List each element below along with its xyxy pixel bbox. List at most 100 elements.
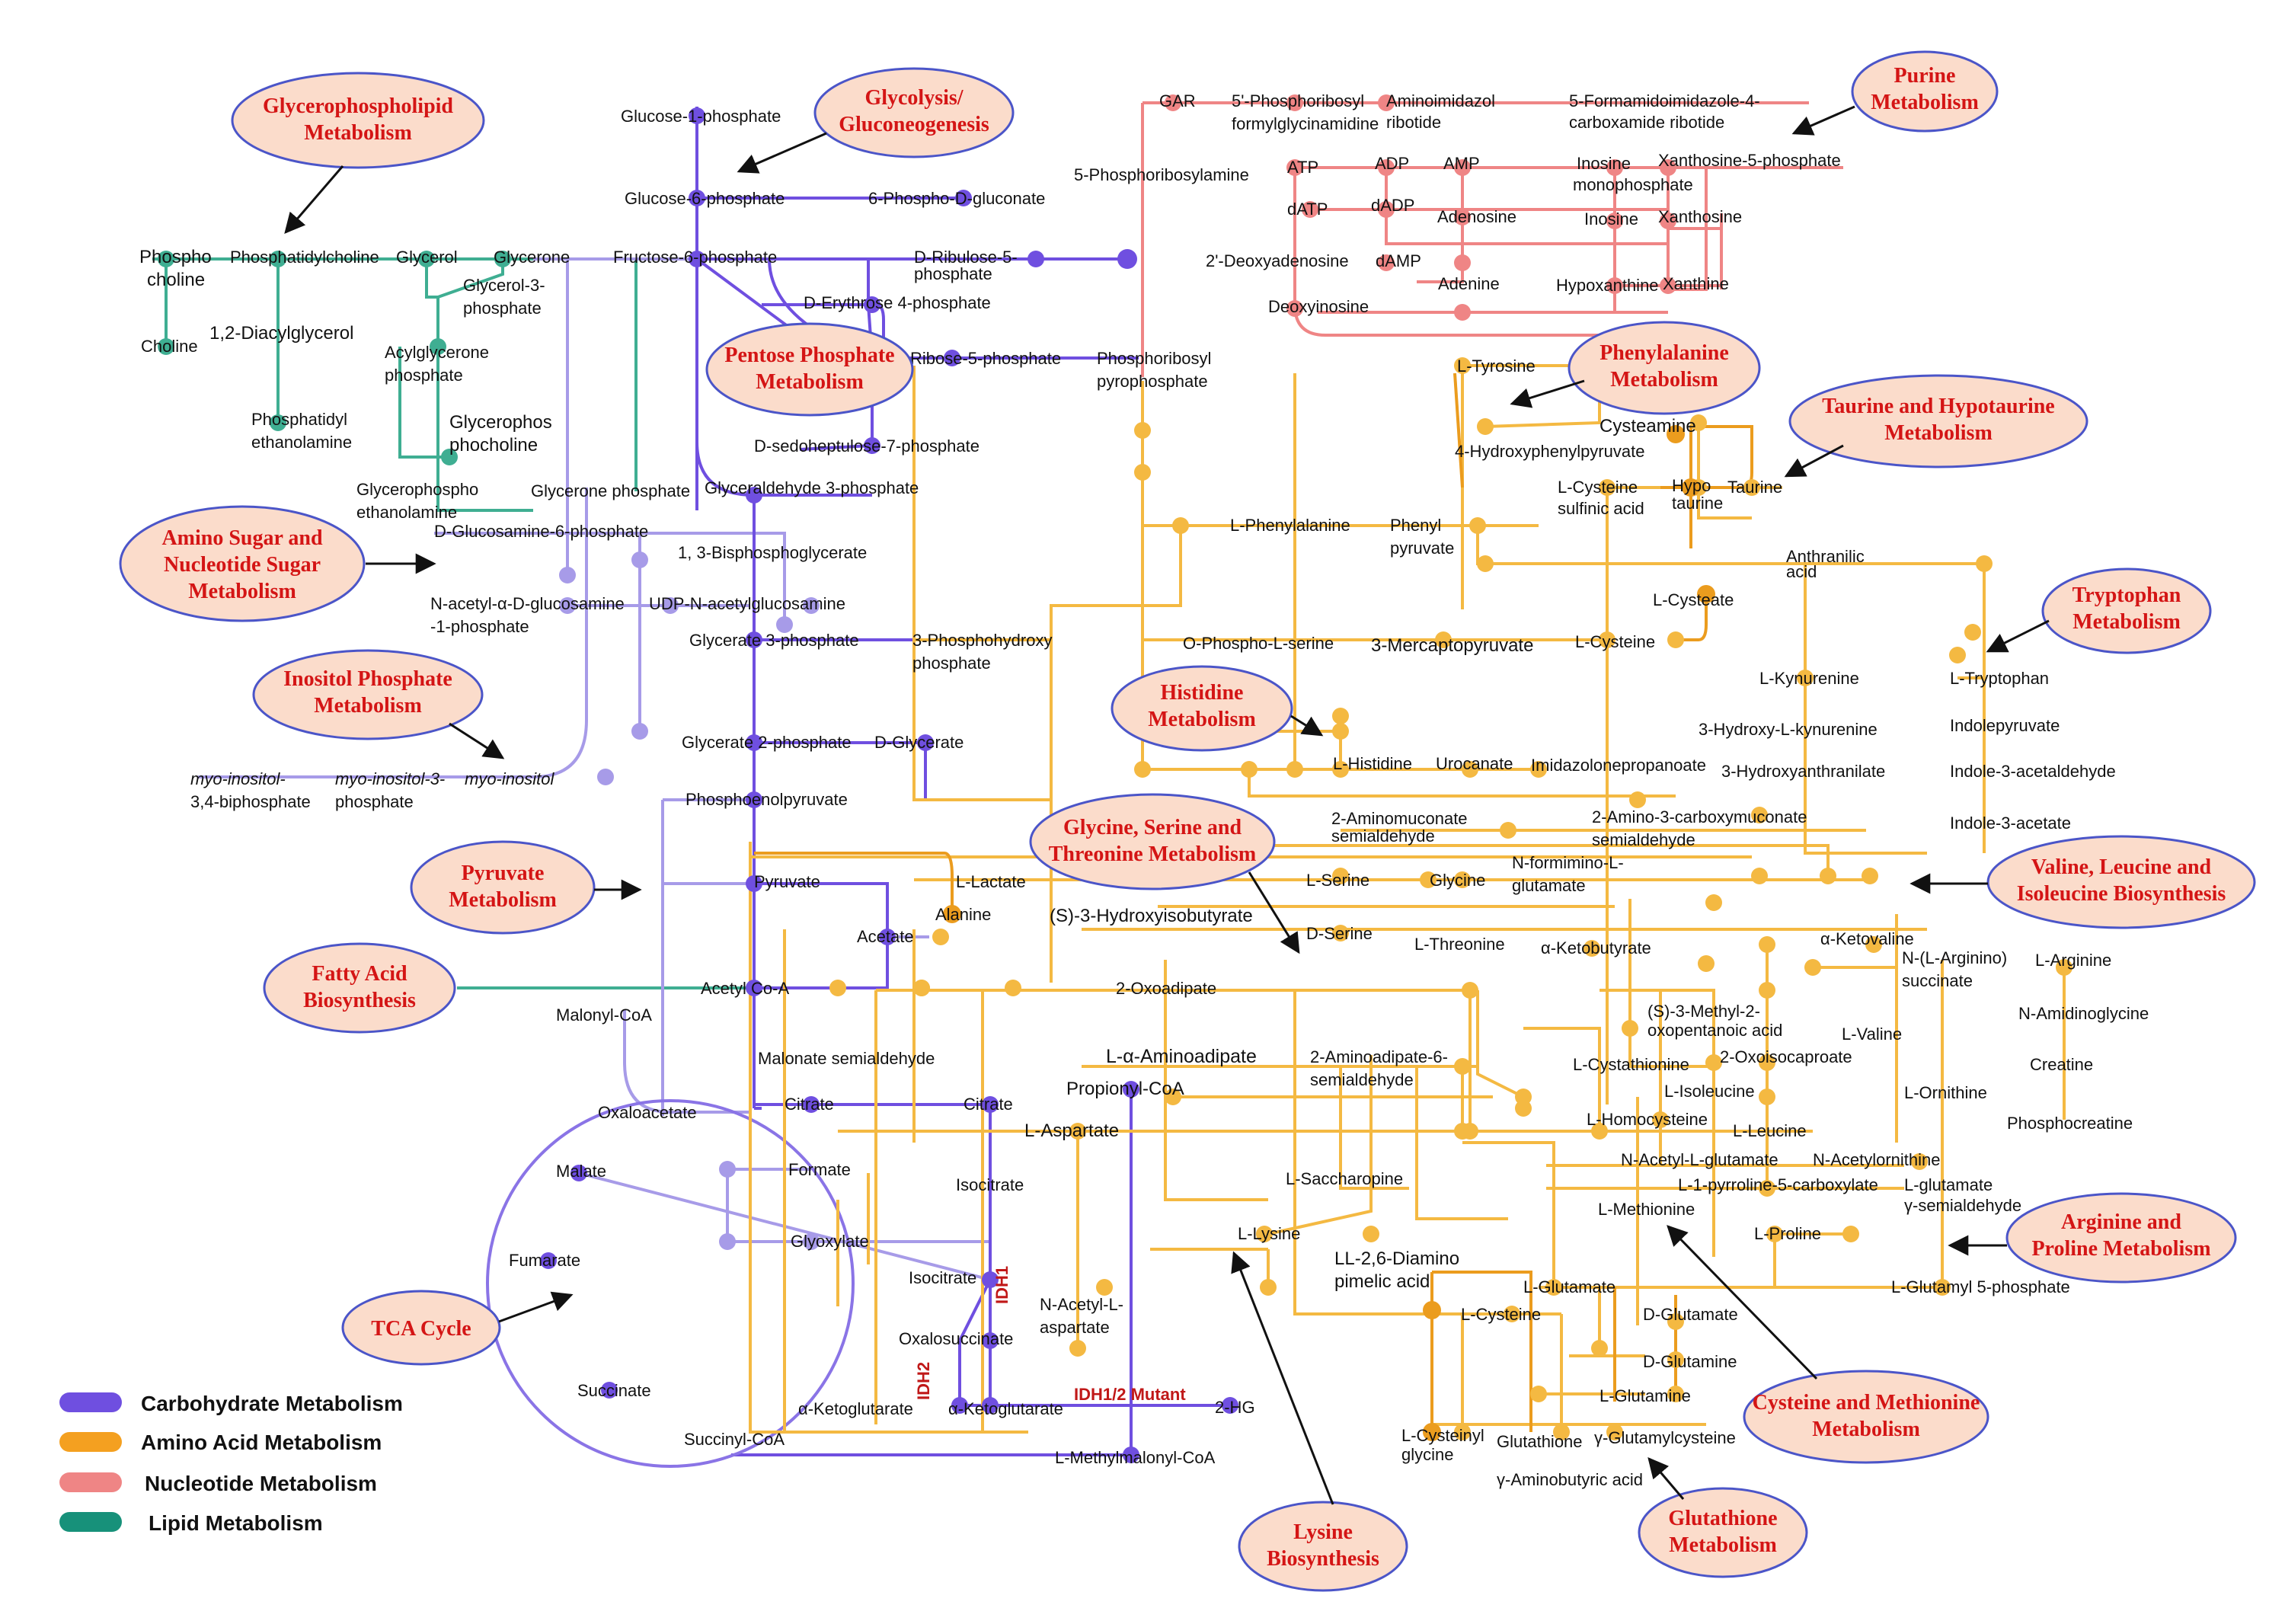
label-serine: L-Serine — [1306, 871, 1369, 890]
label-hydroxykynurenine: 3-Hydroxy-L-kynurenine — [1699, 720, 1878, 739]
label-glycerol: Glycerol — [396, 248, 458, 267]
label-aspartate: L-Aspartate — [1024, 1120, 1119, 1141]
label-aminoadipate: L-α-Aminoadipate — [1106, 1046, 1257, 1067]
label-glycine: Glycine — [1430, 871, 1485, 890]
label-lysine: L-Lysine — [1238, 1224, 1300, 1243]
label-methionine: L-Methionine — [1598, 1200, 1695, 1219]
label-indoleacetate: Indole-3-acetate — [1950, 814, 2071, 833]
label-adenine: Adenine — [1438, 274, 1500, 293]
label-l-lactate: L-Lactate — [956, 872, 1026, 891]
label-hypotaurine-2: taurine — [1672, 494, 1723, 513]
label-malonyl-coa: Malonyl-CoA — [556, 1005, 652, 1025]
label-prpp: Phosphoribosyl — [1097, 349, 1211, 368]
label-homocysteine: L-Homocysteine — [1587, 1110, 1708, 1129]
label-udp-glcnac: UDP-N-acetylglucosamine — [649, 594, 845, 613]
label-p5c: L-1-pyrroline-5-carboxylate — [1678, 1175, 1878, 1194]
label-anthranilic-acid: Anthranilic — [1786, 547, 1865, 566]
svg-text:Isoleucine Biosynthesis: Isoleucine Biosynthesis — [2017, 882, 2226, 906]
legend: Carbohydrate Metabolism Amino Acid Metab… — [59, 1392, 403, 1535]
label-amidinoglycine: N-Amidinoglycine — [2018, 1004, 2149, 1023]
label-adp: ADP — [1375, 154, 1409, 173]
label-bisphosphoglycerate: 1, 3-Bisphosphoglycerate — [678, 543, 867, 562]
label-air: Aminoimidazol — [1386, 91, 1495, 110]
label-nac-aspartate: N-Acetyl-L- — [1040, 1295, 1123, 1314]
label-formiminoglutamate: N-formimino-L- — [1512, 853, 1624, 872]
label-glucosamine-6-phosphate: D-Glucosamine-6-phosphate — [434, 522, 648, 541]
label-nac-glucosamine-1p: N-acetyl-α-D-glucosamine — [430, 594, 625, 613]
label-deoxyadenosine: 2'-Deoxyadenosine — [1206, 251, 1349, 270]
label-xmp: Xanthosine-5-phosphate — [1658, 151, 1841, 170]
label-ketobutyrate: α-Ketobutyrate — [1541, 938, 1651, 957]
label-deoxyinosine: Deoxyinosine — [1268, 297, 1369, 316]
label-aminoadipate-sa-2: semialdehyde — [1310, 1070, 1414, 1089]
svg-text:TCA Cycle: TCA Cycle — [371, 1317, 471, 1341]
label-ribulose-5-phosphate: D-Ribulose-5- — [914, 248, 1018, 267]
label-glycerate-2-phosphate: Glycerate 2-phosphate — [682, 733, 852, 752]
svg-text:Cysteine and Methionine: Cysteine and Methionine — [1753, 1391, 1980, 1415]
label-glyceraldehyde-3-phosphate: Glyceraldehyde 3-phosphate — [705, 478, 919, 497]
label-imp: Inosine — [1577, 154, 1631, 173]
label-saccharopine: L-Saccharopine — [1286, 1169, 1403, 1188]
label-oxalosuccinate: Oxalosuccinate — [899, 1329, 1013, 1348]
label-d-glycerate: D-Glycerate — [874, 733, 964, 752]
label-methyloxopentanoate: (S)-3-Methyl-2- — [1647, 1002, 1760, 1021]
label-inositol-3p: myo-inositol-3- — [335, 769, 445, 788]
label-fgar-2: formylglycinamidine — [1232, 114, 1379, 133]
label-imp-2: monophosphate — [1573, 175, 1693, 194]
label-hypoxanthine: Hypoxanthine — [1556, 276, 1659, 295]
pathway-pyruvate: Pyruvate Metabolism — [410, 840, 596, 935]
label-arginine: L-Arginine — [2035, 951, 2111, 970]
svg-text:Valine, Leucine and: Valine, Leucine and — [2031, 855, 2212, 879]
label-sedoheptulose: D-sedoheptulose-7-phosphate — [754, 436, 980, 456]
label-phosphohydroxypyruvate-2: phosphate — [912, 654, 991, 673]
svg-text:Tryptophan: Tryptophan — [2072, 583, 2181, 607]
amino-dark-nodes — [943, 425, 1715, 1441]
label-phosphatidylcholine: Phosphatidylcholine — [230, 248, 379, 267]
label-succinyl-coa: Succinyl-CoA — [684, 1430, 785, 1449]
label-6-phospho-gluconate: 6-Phospho-D-gluconate — [868, 189, 1045, 208]
label-datp: dATP — [1287, 200, 1328, 219]
svg-text:Nucleotide Sugar: Nucleotide Sugar — [164, 553, 321, 577]
label-choline: Choline — [141, 337, 198, 356]
label-phosphocreatine: Phosphocreatine — [2007, 1114, 2133, 1133]
svg-text:Biosynthesis: Biosynthesis — [303, 989, 416, 1012]
label-air-2: ribotide — [1386, 113, 1441, 132]
label-amp: AMP — [1443, 154, 1480, 173]
amino-connections — [749, 364, 2066, 1434]
label-glycerophosphoethanolamine: Glycerophospho — [356, 480, 478, 499]
label-ketovaline: α-Ketovaline — [1820, 929, 1914, 948]
label-kynurenine: L-Kynurenine — [1759, 669, 1859, 688]
label-acms-2: semialdehyde — [1592, 830, 1695, 849]
label-mercaptopyruvate: 3-Mercaptopyruvate — [1371, 635, 1533, 656]
label-ribulose-5-phosphate-2: phosphate — [914, 264, 992, 283]
svg-text:Metabolism: Metabolism — [188, 580, 296, 603]
label-aminoadipate-sa: 2-Aminoadipate-6- — [1310, 1047, 1448, 1066]
label-oxoisocaproate: 2-Oxoisocaproate — [1720, 1047, 1852, 1066]
label-adenosine: Adenosine — [1437, 207, 1516, 226]
label-nac-aspartate-2: aspartate — [1040, 1318, 1110, 1337]
label-d-glutamine: D-Glutamine — [1643, 1352, 1737, 1371]
label-citrate: Citrate — [785, 1095, 834, 1114]
label-prpp-2: pyrophosphate — [1097, 372, 1208, 391]
pathway-lysine: Lysine Biosynthesis — [1238, 1501, 1408, 1592]
label-phosphatidylethanolamine-2: ethanolamine — [251, 433, 352, 452]
label-phosphatidylethanolamine: Phosphatidyl — [251, 410, 347, 429]
svg-text:Inositol Phosphate: Inositol Phosphate — [283, 667, 452, 691]
label-hydroxyanthranilate: 3-Hydroxyanthranilate — [1721, 762, 1885, 781]
label-cysteinylglycine-2: glycine — [1401, 1445, 1453, 1464]
label-proline: L-Proline — [1754, 1224, 1821, 1243]
label-valine: L-Valine — [1842, 1025, 1902, 1044]
svg-text:Glycine, Serine and: Glycine, Serine and — [1063, 816, 1242, 839]
label-inosine: Inosine — [1584, 209, 1638, 229]
amino-nodes — [829, 357, 2072, 1440]
label-diacylglycerol: 1,2-Diacylglycerol — [209, 323, 353, 344]
label-glutathione: Glutathione — [1497, 1432, 1583, 1451]
label-faicar-2: carboxamide ribotide — [1569, 113, 1724, 132]
label-gaba: γ-Aminobutyric acid — [1497, 1470, 1643, 1489]
svg-text:Threonine Metabolism: Threonine Metabolism — [1049, 842, 1256, 866]
pathway-histidine: Histidine Metabolism — [1111, 665, 1293, 752]
label-phenylalanine: L-Phenylalanine — [1230, 516, 1350, 535]
label-fgar: 5'-Phosphoribosyl — [1232, 91, 1364, 110]
label-xanthosine: Xanthosine — [1658, 207, 1742, 226]
label-inositol-3p-2: phosphate — [335, 792, 414, 811]
